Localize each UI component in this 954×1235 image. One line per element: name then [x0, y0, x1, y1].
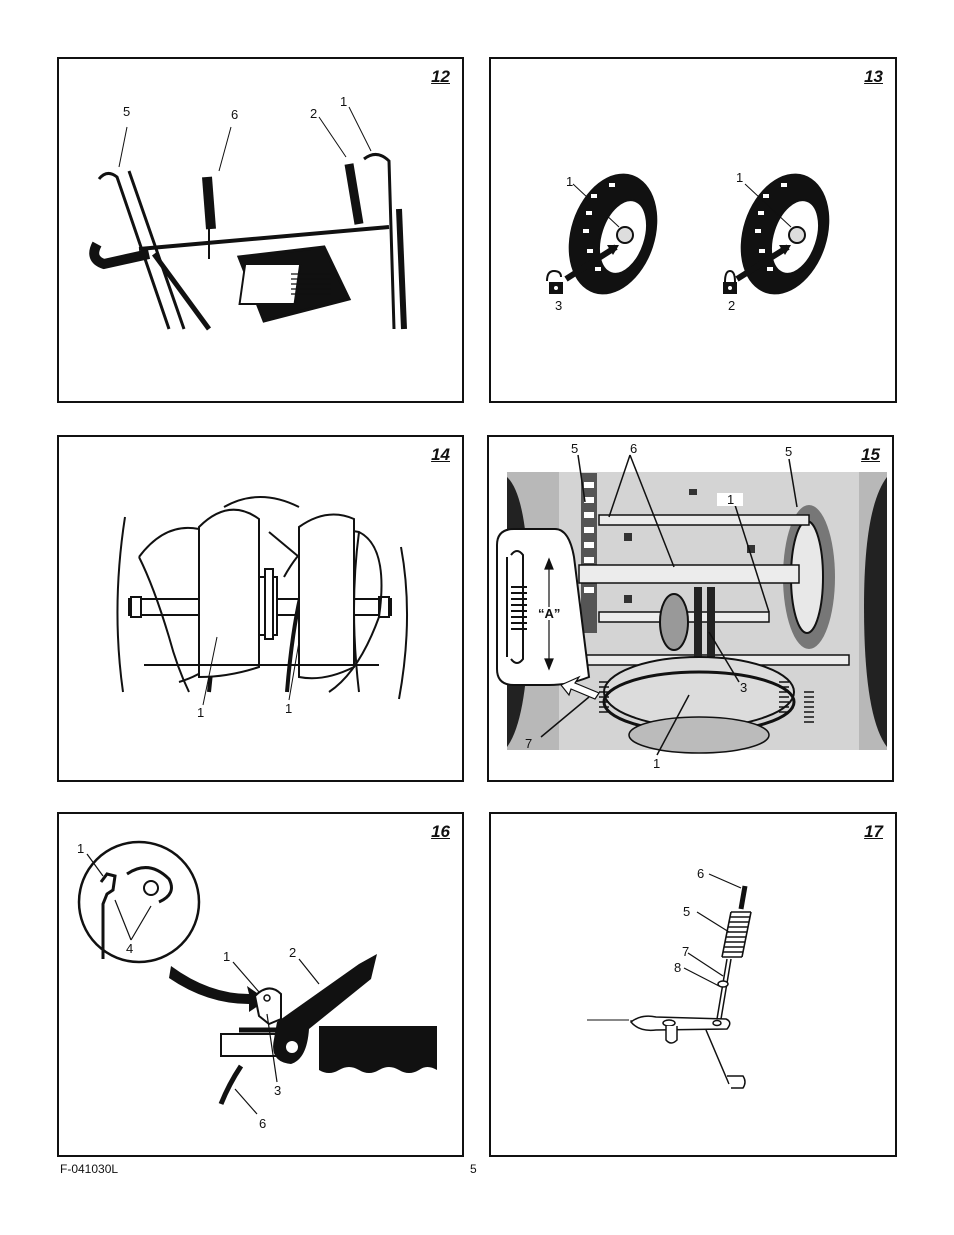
- figure-number: 13: [864, 67, 883, 86]
- figure-number: 14: [431, 445, 450, 464]
- label-1-inset: 1: [77, 841, 85, 856]
- label-A-dimension: “A”: [538, 606, 561, 621]
- label-5: 5: [123, 104, 131, 119]
- label-1: 1: [223, 949, 231, 964]
- label-1-top: 1: [727, 492, 735, 507]
- figure-number: 16: [431, 822, 450, 841]
- figure-16-panel: 16 1: [57, 812, 464, 1157]
- label-5-right: 5: [785, 444, 793, 459]
- label-3: 3: [740, 680, 748, 695]
- label-6: 6: [630, 441, 638, 456]
- label-4: 4: [126, 941, 134, 956]
- figure-12-panel: 12: [57, 57, 464, 403]
- figure-number: 12: [431, 67, 450, 86]
- label-2: 2: [310, 106, 318, 121]
- label-6: 6: [231, 107, 239, 122]
- label-6: 6: [697, 866, 705, 881]
- label-5-left: 5: [571, 441, 579, 456]
- figure-15-panel: 15: [487, 435, 894, 782]
- label-3: 3: [274, 1083, 282, 1098]
- label-2: 2: [289, 945, 297, 960]
- document-code: F-041030L: [60, 1162, 119, 1176]
- figure-13-panel: 13: [489, 57, 897, 403]
- label-7: 7: [682, 944, 690, 959]
- label-1-bottom: 1: [653, 756, 661, 771]
- label-5: 5: [683, 904, 691, 919]
- label-1-right: 1: [285, 701, 293, 716]
- label-1-right: 1: [736, 170, 744, 185]
- figure-17-panel: 17 6 5 7 8: [489, 812, 897, 1157]
- control-handles-illustration: [89, 106, 407, 331]
- label-1-left: 1: [197, 705, 205, 720]
- label-3: 3: [555, 298, 563, 313]
- page-number: 5: [470, 1162, 477, 1176]
- auger-illustration: [116, 496, 409, 706]
- wheel-lock-illustration: [546, 173, 830, 295]
- label-1-left: 1: [566, 174, 574, 189]
- spring-cable-illustration: [587, 873, 752, 1089]
- label-2: 2: [728, 298, 736, 313]
- drive-mechanism-illustration: [496, 454, 887, 756]
- figure-number: 15: [861, 445, 880, 464]
- label-6: 6: [259, 1116, 267, 1131]
- label-7: 7: [525, 736, 533, 751]
- label-8: 8: [674, 960, 682, 975]
- label-1: 1: [340, 94, 348, 109]
- figure-14-panel: 14: [57, 435, 464, 782]
- lever-detail-illustration: [77, 840, 437, 1115]
- figure-number: 17: [864, 822, 883, 841]
